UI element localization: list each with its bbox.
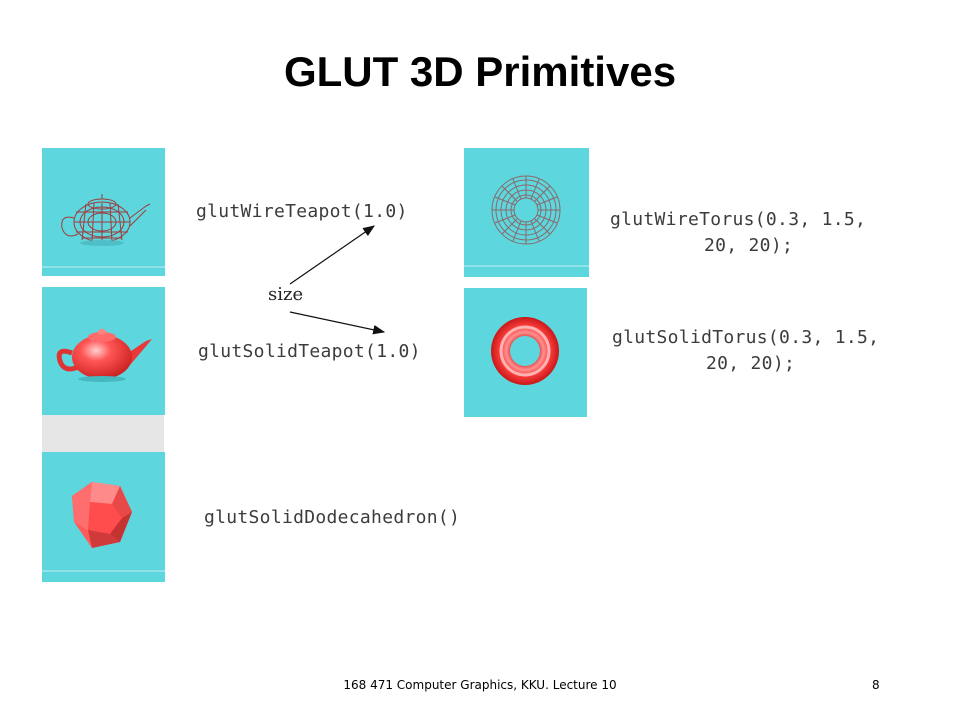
solid-torus-image — [464, 288, 587, 417]
solid-dodecahedron-code: glutSolidDodecahedron() — [204, 507, 461, 528]
wire-torus-code-line1: glutWireTorus(0.3, 1.5, — [610, 209, 867, 230]
arrow-to-solid-teapot — [289, 311, 386, 335]
wire-torus-image — [464, 148, 589, 277]
wire-teapot-image — [42, 148, 165, 276]
background-scrap — [42, 415, 164, 455]
solid-torus-code-line2: 20, 20); — [706, 353, 796, 374]
wire-teapot-code: glutWireTeapot(1.0) — [196, 201, 408, 222]
slide-title: GLUT 3D Primitives — [283, 48, 677, 95]
solid-teapot-code: glutSolidTeapot(1.0) — [198, 341, 421, 362]
arrow-to-wire-teapot — [289, 225, 375, 285]
size-annotation: size — [268, 284, 304, 305]
solid-torus-code-line1: glutSolidTorus(0.3, 1.5, — [612, 327, 880, 348]
solid-dodecahedron-image — [42, 452, 165, 582]
solid-teapot-image — [42, 287, 165, 415]
page-number: 8 — [872, 678, 880, 692]
slide-footer: 168 471 Computer Graphics, KKU. Lecture … — [343, 678, 617, 692]
wire-torus-code-line2: 20, 20); — [704, 235, 794, 256]
